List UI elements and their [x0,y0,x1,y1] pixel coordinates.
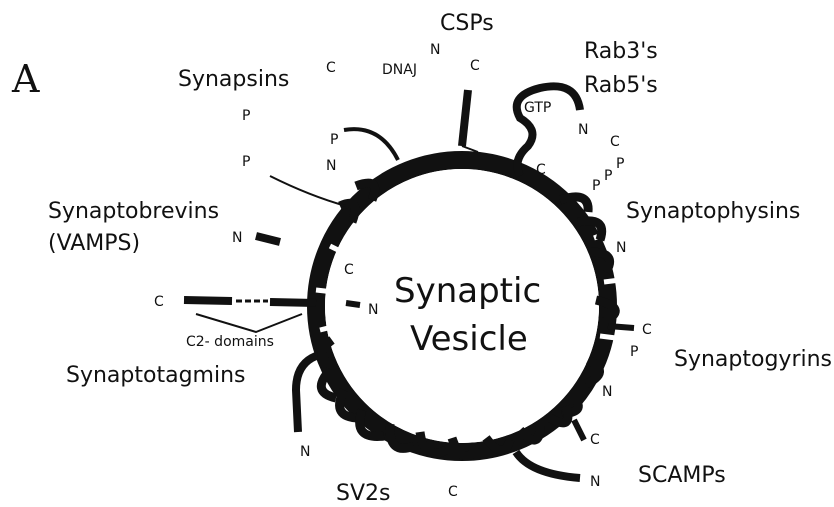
terminal-p: P [242,154,250,170]
label-rab3: Rab3's [584,39,658,64]
terminal-n: N [430,42,440,58]
terminal-n: N [616,240,626,256]
label-gtp: GTP [524,100,551,116]
synaptotagmin-bar-right [270,302,316,303]
c2-bracket [196,314,302,332]
label-synaptogyrins: Synaptogyrins [674,347,832,372]
terminal-n: N [368,302,378,318]
label-synaptotagmins: Synaptotagmins [66,363,245,388]
label-scamps: SCAMPs [638,463,726,488]
terminal-p: P [592,178,600,194]
terminal-c: C [642,322,652,338]
synaptotagmin-bar-left [184,300,232,301]
synaptogyrin-stub [608,326,634,328]
label-synapsins: Synapsins [178,67,289,92]
terminal-c: C [610,134,620,150]
label-vamps: (VAMPS) [48,231,140,256]
label-csps: CSPs [440,11,494,36]
scamp-c-stub [574,420,584,440]
synaptotagmin-n-stub [346,303,360,305]
terminal-c: C [326,60,336,76]
label-synaptophysins: Synaptophysins [626,199,800,224]
label-synaptobrevins: Synaptobrevins [48,199,219,224]
synapsin-strand-2 [270,176,346,206]
synaptobrevin-stub [256,236,280,242]
terminal-p: P [604,168,612,184]
terminal-c: C [344,262,354,278]
label-rab5: Rab5's [584,73,658,98]
terminal-n: N [326,158,336,174]
terminal-n: N [232,230,242,246]
scamp-tail [516,452,580,478]
terminal-p: P [242,108,250,124]
terminal-n: N [300,444,310,460]
terminal-p: P [330,132,338,148]
label-sv2s: SV2s [336,481,390,506]
csp-stalk [462,90,468,146]
terminal-c: C [536,162,546,178]
terminal-n: N [590,474,600,490]
terminal-c: C [448,484,458,500]
label-dnaj: DNAJ [382,62,417,78]
terminal-c: C [470,58,480,74]
terminal-c: C [154,294,164,310]
synapsin-strand-1 [344,129,398,160]
terminal-c: C [590,432,600,448]
label-c2-domains: C2- domains [186,334,274,350]
terminal-n: N [602,384,612,400]
terminal-p: P [616,156,624,172]
synaptotagmin-tail [296,356,316,432]
terminal-p: P [630,344,638,360]
terminal-n: N [578,122,588,138]
panel-letter: A [11,57,40,101]
center-title-line1: Synaptic [394,271,541,311]
center-title-line2: Vesicle [410,319,528,359]
